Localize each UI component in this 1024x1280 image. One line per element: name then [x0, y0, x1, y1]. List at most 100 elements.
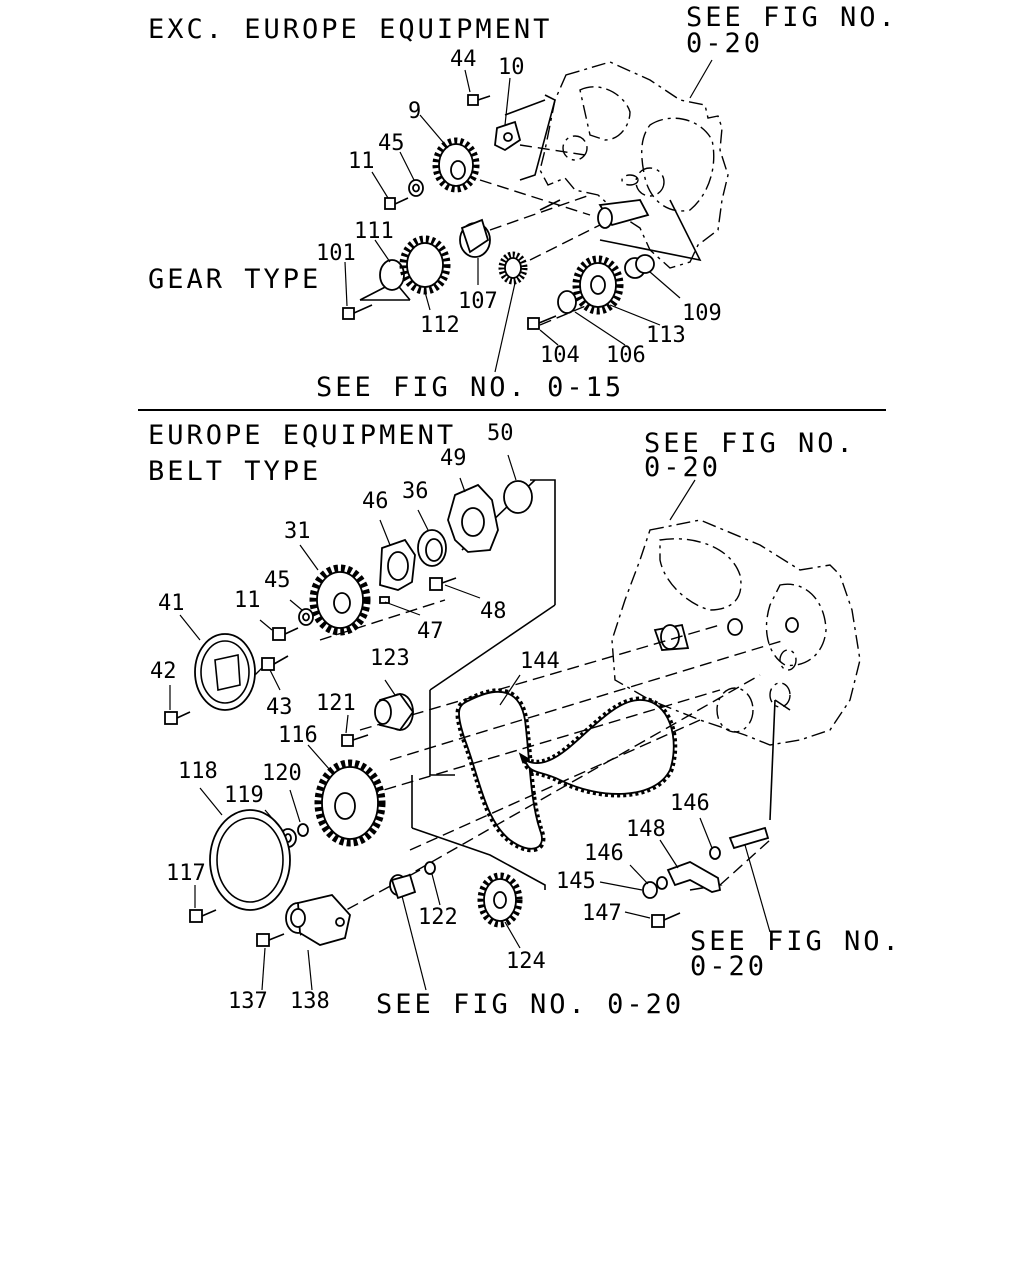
ref-bottom-right-line2: 0-20	[690, 951, 767, 982]
washer-146-a	[709, 846, 721, 860]
plate-111	[379, 259, 405, 291]
callout-104: 104	[540, 343, 580, 368]
subheading-gear-type: GEAR TYPE	[148, 264, 321, 295]
cover-plate-41	[194, 633, 256, 711]
callout-145: 145	[556, 869, 596, 894]
washer-45-b	[298, 608, 314, 626]
timing-case-top	[539, 61, 729, 269]
cover-plate-118	[209, 809, 291, 911]
callout-121: 121	[316, 691, 356, 716]
callout-146-b: 146	[584, 841, 624, 866]
subheading-belt-type: BELT TYPE	[148, 456, 321, 487]
leaders-top	[344, 59, 713, 373]
ref-fig-0-15: SEE FIG NO. 0-15	[316, 372, 624, 403]
ref-fig-0-20-bottom: SEE FIG NO. 0-20	[376, 989, 684, 1020]
alignment-lines-top	[359, 94, 702, 326]
callout-122: 122	[418, 905, 458, 930]
callout-120: 120	[262, 761, 302, 786]
pulley-116	[314, 759, 386, 847]
callout-46: 46	[362, 489, 389, 514]
hub-46	[379, 538, 416, 591]
callout-119: 119	[224, 783, 264, 808]
bolt-42	[164, 711, 191, 725]
callout-124: 124	[506, 949, 546, 974]
gear-small	[498, 251, 528, 285]
bolt-48	[429, 577, 457, 591]
callout-147: 147	[582, 901, 622, 926]
bushing-109	[624, 254, 655, 279]
bolt-147	[651, 912, 681, 928]
plate-10	[494, 120, 522, 152]
shaft-bottom	[653, 617, 799, 651]
callout-45: 45	[378, 131, 405, 156]
heading-europe-equipment: EUROPE EQUIPMENT	[148, 420, 456, 451]
bearing-123	[374, 692, 415, 732]
pin-47	[379, 596, 390, 604]
callout-50: 50	[487, 421, 514, 446]
ref-top-right-line1: SEE FIG NO.	[686, 2, 898, 33]
callout-112: 112	[420, 313, 460, 338]
callout-148: 148	[626, 817, 666, 842]
callout-118: 118	[178, 759, 218, 784]
bolt-11-b	[272, 627, 299, 641]
callout-146-a: 146	[670, 791, 710, 816]
callout-11: 11	[348, 149, 375, 174]
callout-144: 144	[520, 649, 560, 674]
shaft-hub-top	[597, 199, 650, 229]
callout-107: 107	[458, 289, 498, 314]
callout-36: 36	[402, 479, 429, 504]
callout-42: 42	[150, 659, 177, 684]
callout-111: 111	[354, 219, 394, 244]
washer-146-b	[656, 876, 668, 890]
nut-145	[642, 881, 658, 899]
callout-31: 31	[284, 519, 311, 544]
callout-47: 47	[417, 619, 444, 644]
callout-123: 123	[370, 646, 410, 671]
callout-9: 9	[408, 99, 421, 124]
callout-43: 43	[266, 695, 293, 720]
callout-45-b: 45	[264, 568, 291, 593]
collar-107	[459, 218, 491, 258]
callout-41: 41	[158, 591, 185, 616]
bolt-137	[256, 933, 285, 947]
bolt-117	[189, 909, 217, 923]
ref-top-right-line2: 0-20	[686, 28, 763, 59]
callout-101: 101	[316, 241, 356, 266]
ref-bottom-right-line1: SEE FIG NO.	[690, 926, 902, 957]
tensioner-138	[285, 894, 351, 946]
stud-right	[728, 826, 770, 850]
oring-50	[503, 480, 533, 514]
washer-120	[297, 823, 309, 837]
callout-116: 116	[278, 723, 318, 748]
leaders-bottom	[169, 454, 771, 991]
gear-9	[432, 137, 480, 193]
bolt-11	[384, 197, 409, 210]
heading-exc-europe: EXC. EUROPE EQUIPMENT	[148, 14, 552, 45]
bolt-121	[341, 734, 369, 747]
housing-49	[447, 483, 499, 553]
pulley-124	[477, 872, 523, 928]
callout-109: 109	[682, 301, 722, 326]
ref-bottom-top-right-line2: 0-20	[644, 452, 721, 483]
timing-belt-144	[455, 688, 678, 853]
washer-45	[408, 179, 424, 197]
callout-117: 117	[166, 861, 206, 886]
seal-36	[417, 529, 447, 567]
callout-138: 138	[290, 989, 330, 1014]
callout-106: 106	[606, 343, 646, 368]
stud-122	[389, 873, 417, 900]
ref-bottom-top-right-line1: SEE FIG NO.	[644, 428, 856, 459]
callout-49: 49	[440, 446, 467, 471]
gear-31	[309, 564, 371, 636]
callout-10: 10	[498, 55, 525, 80]
gear-112	[399, 235, 451, 295]
washer-106	[557, 290, 577, 314]
callout-137: 137	[228, 989, 268, 1014]
bolt-44	[467, 94, 491, 106]
callout-44: 44	[450, 47, 477, 72]
bolt-104	[527, 315, 557, 330]
bolt-43	[261, 655, 289, 671]
timing-case-bottom	[611, 519, 861, 746]
washer-122	[424, 861, 436, 875]
